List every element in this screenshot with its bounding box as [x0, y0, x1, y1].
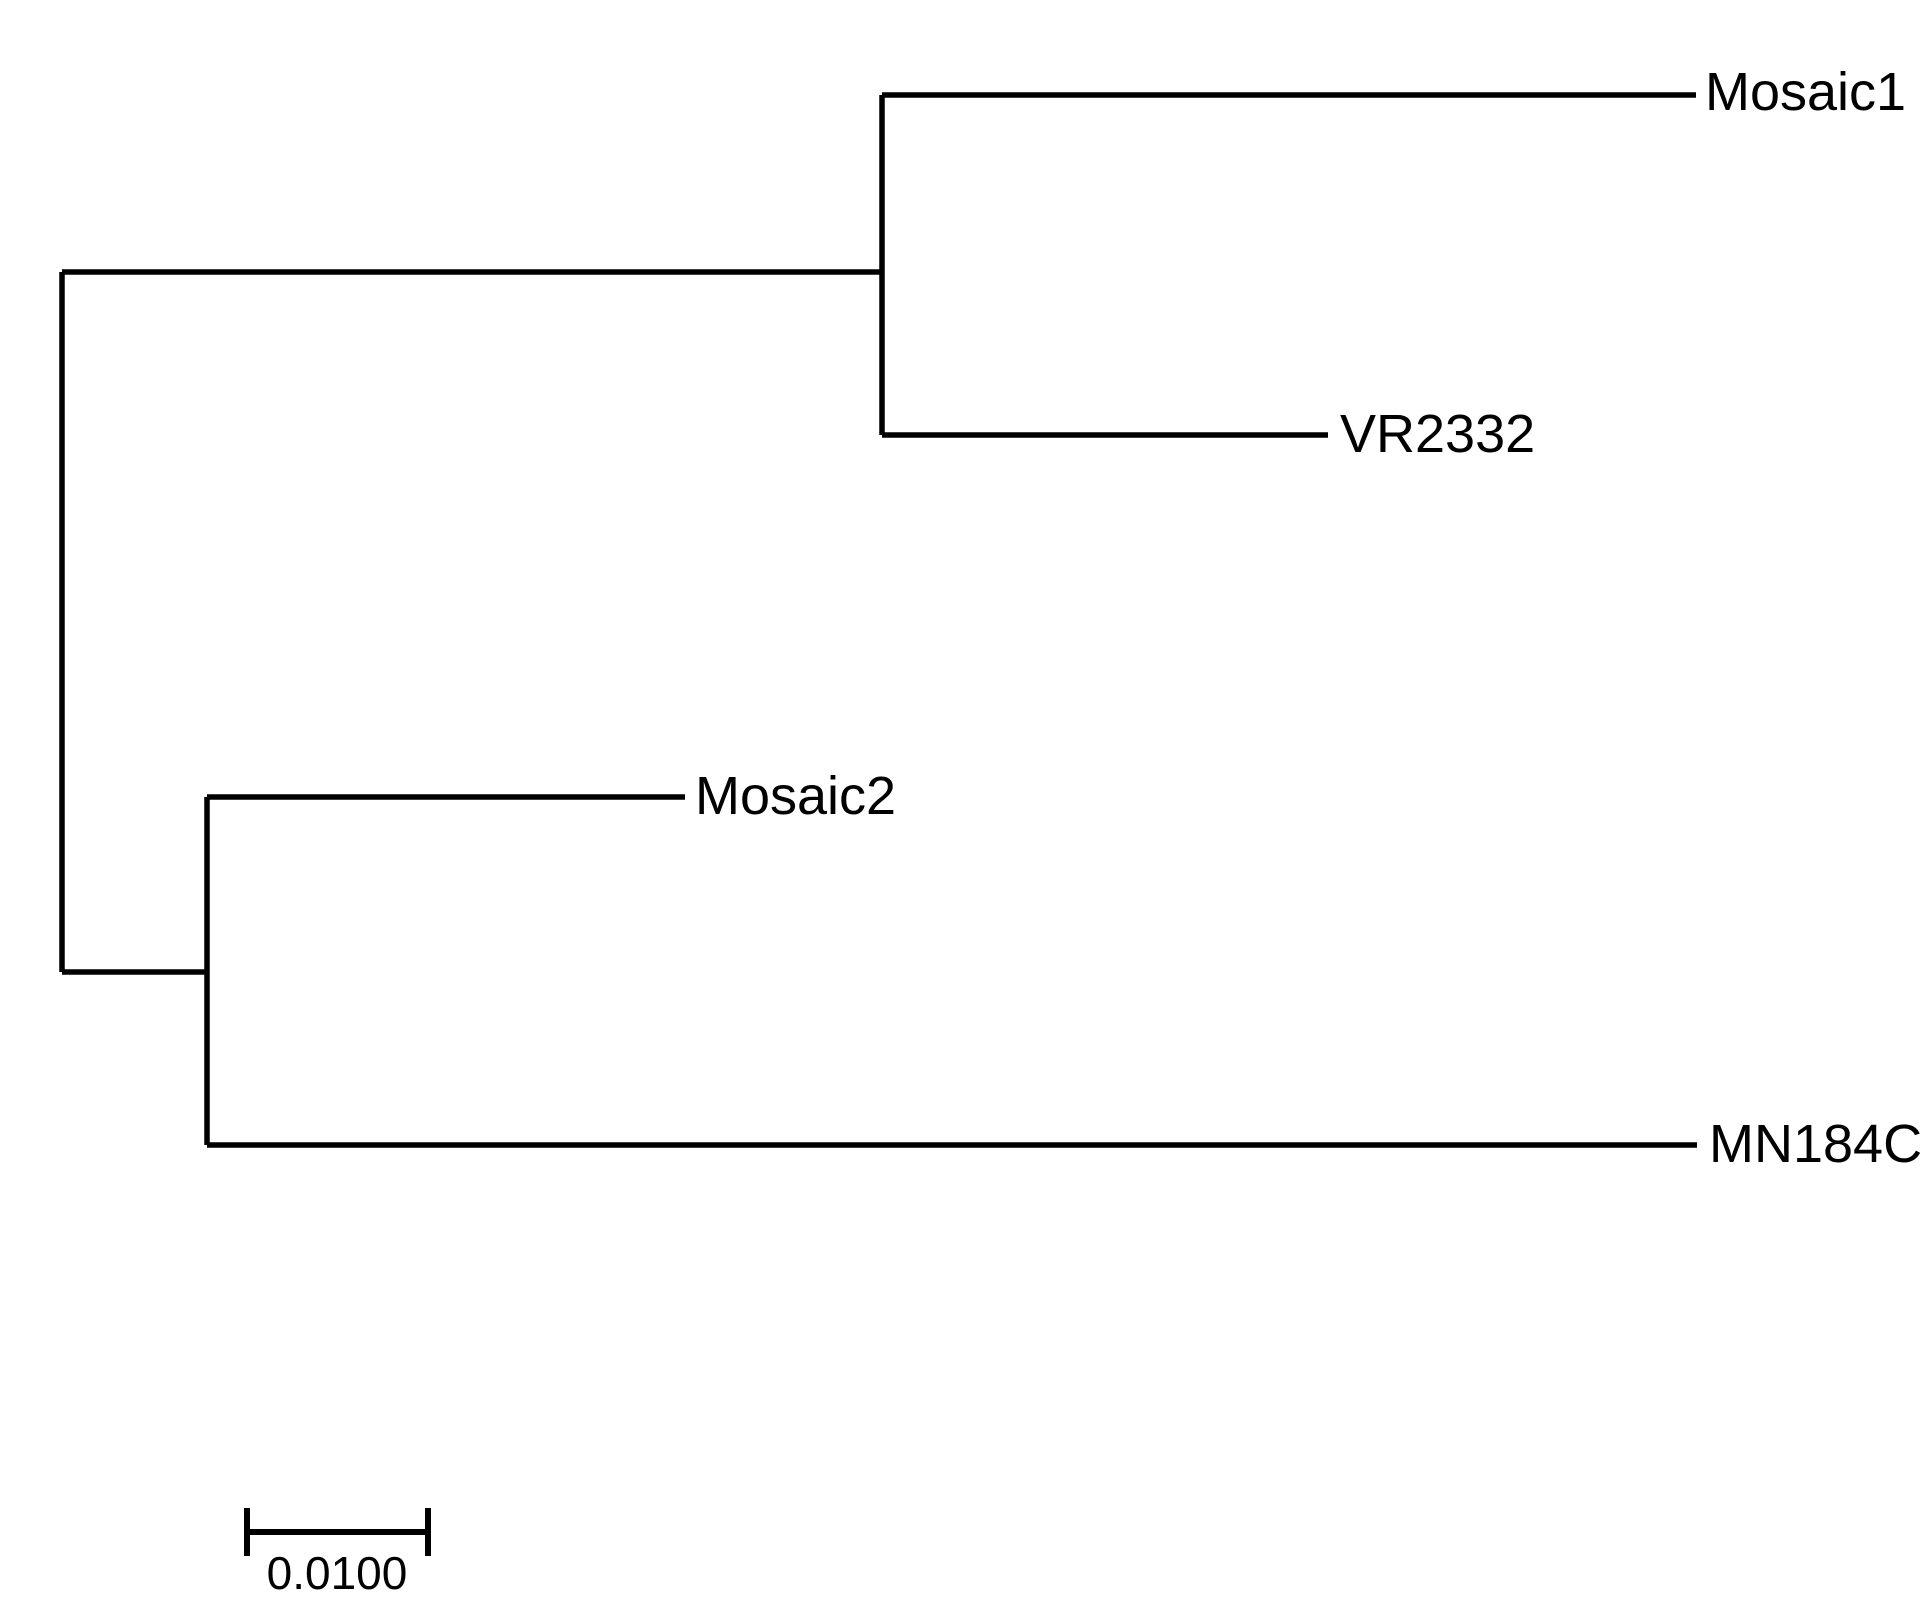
taxon-label-mn184c: MN184C — [1709, 1114, 1922, 1174]
scale-bar-label: 0.0100 — [267, 1547, 408, 1599]
scale-bar: 0.0100 — [244, 1508, 431, 1599]
clade-b-group — [62, 794, 1697, 1148]
clade-a-group — [62, 92, 1696, 438]
taxon-label-mosaic1: Mosaic1 — [1705, 62, 1906, 122]
taxon-label-mosaic2: Mosaic2 — [695, 766, 896, 826]
taxon-label-vr2332: VR2332 — [1340, 404, 1535, 464]
